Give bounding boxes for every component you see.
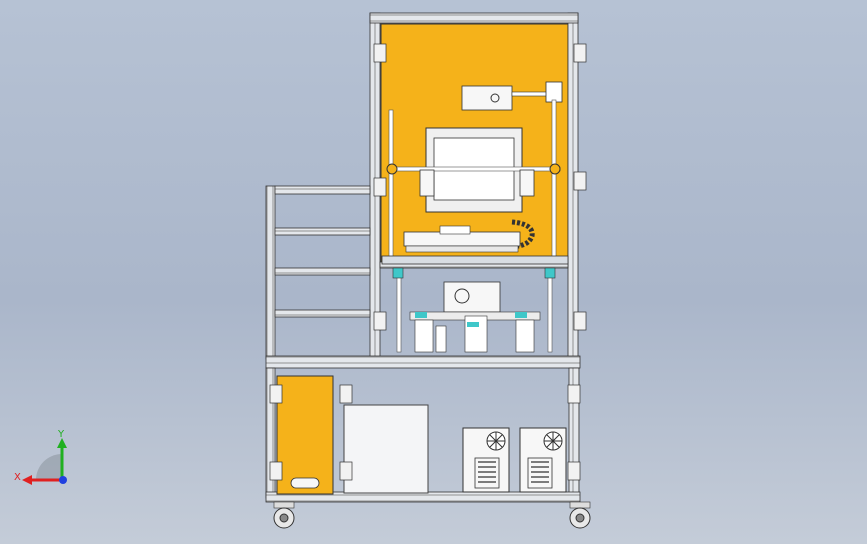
hinges — [269, 43, 587, 481]
triad-x-label: X — [14, 472, 21, 483]
work-base-plate — [381, 255, 569, 265]
x-arrowhead-icon — [22, 475, 32, 485]
view-triad[interactable]: Y X — [14, 429, 67, 485]
caster-right — [569, 501, 591, 529]
lower-mechanism — [392, 267, 556, 353]
caster-left — [273, 501, 295, 529]
side-rack — [265, 185, 371, 360]
middle-beam — [265, 355, 581, 369]
triad-sector-shape — [36, 454, 62, 480]
left-actuator — [419, 169, 435, 197]
right-actuator — [519, 169, 535, 197]
sensor-bracket — [461, 81, 563, 111]
control-cabinet-box — [343, 404, 429, 494]
z-axis-dot-icon — [59, 476, 67, 484]
power-supply-right — [519, 427, 567, 493]
y-arrowhead-icon — [57, 438, 67, 448]
lower-yellow-door — [276, 375, 334, 495]
linear-stage — [403, 225, 521, 253]
machine-model[interactable] — [265, 12, 591, 529]
triad-y-label: Y — [57, 429, 65, 440]
power-supply-left — [462, 427, 510, 493]
